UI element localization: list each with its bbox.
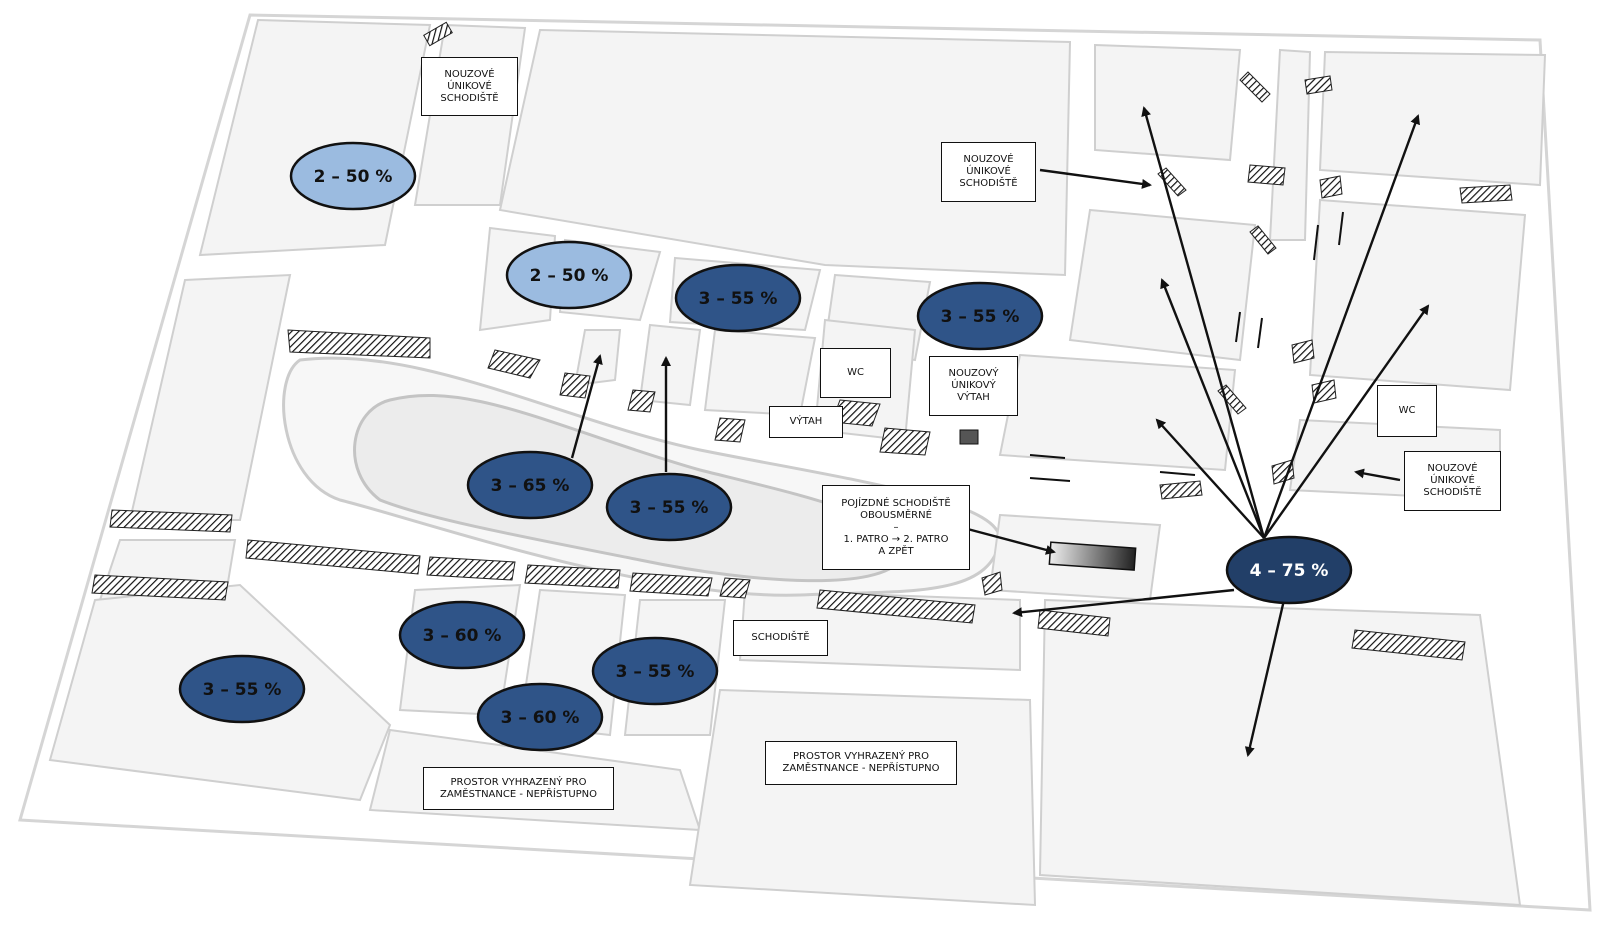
- label-line: PROSTOR VYHRAZENÝ PRO: [450, 776, 587, 788]
- zone-z1: 2 – 50 %: [289, 141, 417, 211]
- zone-z6: 3 – 55 %: [605, 472, 733, 542]
- zone-z1-label: 2 – 50 %: [314, 167, 393, 187]
- label-line: ÚNIKOVÉ: [447, 80, 492, 92]
- label-wc-left: WC: [820, 348, 891, 398]
- evacuation-arrows: [570, 106, 1430, 757]
- label-line: VÝTAH: [789, 416, 823, 427]
- zone-hub: 4 – 75 %: [1225, 535, 1353, 605]
- zone-z9-label: 3 – 55 %: [616, 662, 695, 682]
- label-line: ÚNIKOVÝ: [951, 380, 996, 391]
- room-right-bottom: [1038, 598, 1522, 907]
- label-line: 1. PATRO → 2. PATRO: [843, 533, 949, 545]
- label-line: NOUZOVÉ: [963, 154, 1014, 165]
- label-staff-only-right: PROSTOR VYHRAZENÝ PRO ZAMĚSTNANCE - NEPŘ…: [765, 741, 957, 785]
- label-line: ÚNIKOVÉ: [966, 166, 1011, 177]
- zone-z5-label: 3 – 65 %: [491, 476, 570, 496]
- room-right-mid-2: [1308, 198, 1527, 392]
- zone-z2-label: 2 – 50 %: [530, 266, 609, 286]
- zone-z10: 3 – 60 %: [476, 682, 604, 752]
- room-top-center: [498, 28, 1072, 277]
- label-line: OBOUSMĚRNÉ: [860, 509, 932, 521]
- label-elevator: VÝTAH: [769, 406, 843, 438]
- label-line: SCHODIŠTĚ: [1423, 487, 1482, 498]
- room-left-column: [128, 273, 292, 521]
- zone-z9: 3 – 55 %: [591, 636, 719, 706]
- room-right-top-3: [1318, 50, 1547, 187]
- label-line: SCHODIŠTĚ: [440, 92, 499, 104]
- label-line: VÝTAH: [957, 392, 990, 403]
- label-wc-right: WC: [1377, 385, 1437, 437]
- label-escalator: POJÍZDNÉ SCHODIŠTĚ OBOUSMĚRNÉ – 1. PATRO…: [822, 485, 970, 570]
- label-line: PROSTOR VYHRAZENÝ PRO: [793, 751, 929, 762]
- room-right-mid-1: [1068, 208, 1257, 362]
- label-line: ÚNIKOVÉ: [1430, 475, 1475, 486]
- label-emergency-stairs-top: NOUZOVÉ ÚNIKOVÉ SCHODIŠTĚ: [421, 57, 518, 116]
- label-emergency-stairs-right: NOUZOVÉ ÚNIKOVÉ SCHODIŠTĚ: [1404, 451, 1501, 511]
- label-line: ZAMĚSTNANCE - NEPŘÍSTUPNO: [782, 763, 940, 774]
- label-stairs: SCHODIŠTĚ: [733, 620, 828, 656]
- label-line: A ZPĚT: [878, 545, 914, 557]
- room-right-top-1: [1094, 43, 1242, 162]
- label-line: WC: [1398, 405, 1416, 416]
- label-staff-only-left: PROSTOR VYHRAZENÝ PRO ZAMĚSTNANCE - NEPŘ…: [423, 767, 614, 810]
- zone-z8: 3 – 55 %: [178, 654, 306, 724]
- zone-z2: 2 – 50 %: [505, 240, 633, 310]
- label-emergency-stairs-mid: NOUZOVÉ ÚNIKOVÉ SCHODIŠTĚ: [941, 142, 1036, 202]
- zone-z8-label: 3 – 55 %: [203, 680, 282, 700]
- zone-z4: 3 – 55 %: [916, 281, 1044, 351]
- zone-z7-label: 3 – 60 %: [423, 626, 502, 646]
- door-lines: [1029, 211, 1344, 482]
- emergency-elevator-marker: [959, 429, 979, 445]
- label-line: NOUZOVÉ: [1427, 463, 1478, 474]
- label-line: NOUZOVÉ: [444, 68, 495, 80]
- label-line: NOUZOVÝ: [948, 368, 999, 379]
- zone-z7: 3 – 60 %: [398, 600, 526, 670]
- label-line: SCHODIŠTĚ: [959, 178, 1018, 189]
- label-line: POJÍZDNÉ SCHODIŠTĚ: [841, 497, 951, 509]
- zone-z10-label: 3 – 60 %: [501, 708, 580, 728]
- shop-7: [703, 328, 817, 417]
- label-line: WC: [847, 367, 864, 378]
- label-line: ZAMĚSTNANCE - NEPŘÍSTUPNO: [439, 788, 598, 800]
- zone-hub-label: 4 – 75 %: [1250, 561, 1329, 581]
- zone-z3-label: 3 – 55 %: [699, 289, 778, 309]
- zone-z4-label: 3 – 55 %: [941, 307, 1020, 327]
- zone-z3: 3 – 55 %: [674, 263, 802, 333]
- label-line: SCHODIŠTĚ: [751, 632, 810, 643]
- hatched-barriers: [91, 21, 1513, 661]
- label-emergency-elevator: NOUZOVÝ ÚNIKOVÝ VÝTAH: [929, 356, 1018, 416]
- room-bottom-center: [688, 688, 1037, 907]
- zone-z5: 3 – 65 %: [466, 450, 594, 520]
- zone-z6-label: 3 – 55 %: [630, 498, 709, 518]
- label-line: –: [893, 521, 899, 533]
